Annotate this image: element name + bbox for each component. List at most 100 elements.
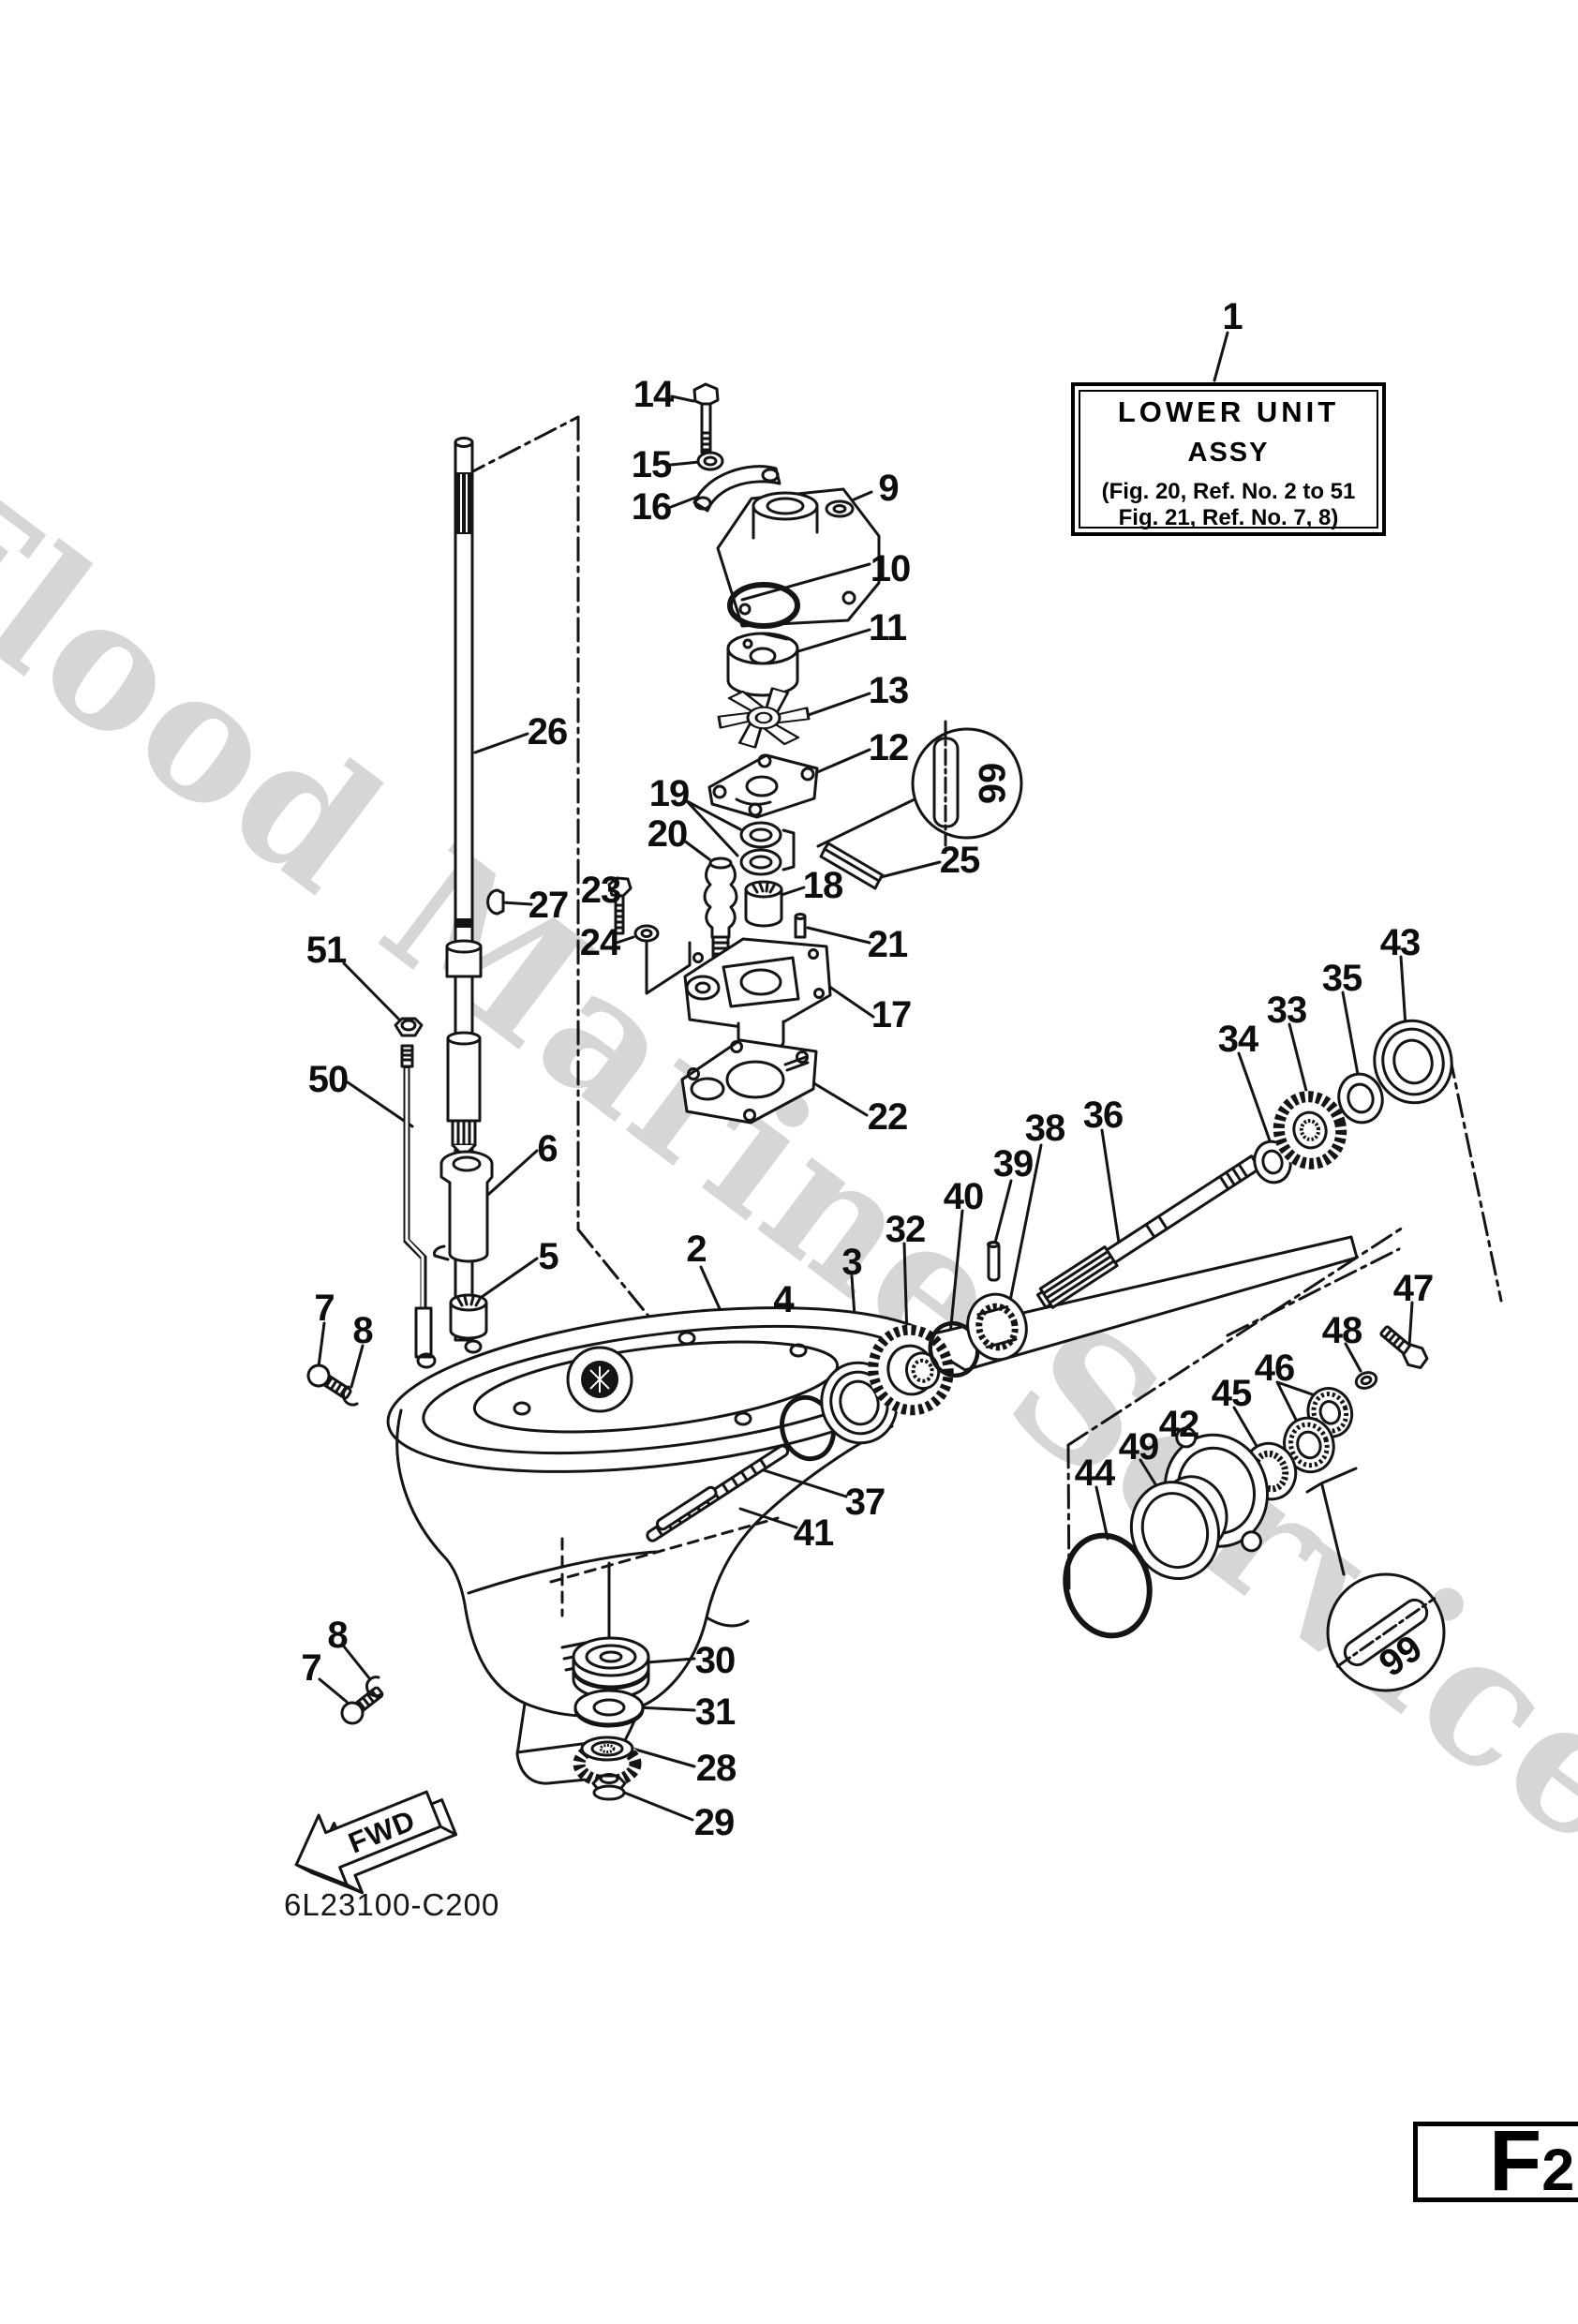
callout-40: 40 xyxy=(943,1176,984,1217)
callout-44: 44 xyxy=(1074,1452,1115,1494)
callout-28: 28 xyxy=(695,1748,737,1789)
callout-19: 19 xyxy=(648,773,690,814)
detail-leader-thick xyxy=(816,797,1346,1576)
bushing-18 xyxy=(744,880,783,928)
callout-7: 7 xyxy=(301,1647,321,1689)
clip-27 xyxy=(486,888,505,916)
callout-49: 49 xyxy=(1118,1426,1159,1467)
pinion-gear-28 xyxy=(573,1736,642,1788)
callout-4: 4 xyxy=(773,1279,794,1320)
bearings-46 xyxy=(1283,1387,1354,1474)
callout-14: 14 xyxy=(633,374,674,415)
callout-5: 5 xyxy=(538,1236,558,1277)
title-line-3: (Fig. 20, Ref. No. 2 to 51 xyxy=(1101,479,1356,504)
callout-1: 1 xyxy=(1222,296,1243,337)
callout-48: 48 xyxy=(1321,1310,1362,1351)
clutch-dog-38 xyxy=(966,1292,1028,1362)
callout-21: 21 xyxy=(867,924,908,965)
callout-46: 46 xyxy=(1254,1348,1295,1389)
oil-seals-19 xyxy=(739,821,782,876)
callout-3: 3 xyxy=(841,1242,862,1283)
bolt-7-lower xyxy=(340,1686,384,1725)
pin-41 xyxy=(655,1485,718,1531)
callout-7: 7 xyxy=(314,1288,335,1329)
bushing-5 xyxy=(449,1293,488,1340)
callout-11: 11 xyxy=(868,607,907,648)
callout-34: 34 xyxy=(1217,1019,1258,1060)
callout-33: 33 xyxy=(1266,990,1307,1031)
callout-32: 32 xyxy=(885,1209,926,1250)
washer-48 xyxy=(1354,1371,1378,1390)
o-ring-44 xyxy=(1063,1532,1153,1639)
bolt-47 xyxy=(1379,1325,1429,1370)
callout-8: 8 xyxy=(352,1310,373,1351)
title-line-2: ASSY xyxy=(1187,438,1270,468)
callout-27: 27 xyxy=(528,885,569,926)
dowel-pin-21 xyxy=(794,913,807,939)
shift-rod-50 xyxy=(400,1044,433,1359)
plate-16 xyxy=(692,465,782,513)
page-ref-number: 2 xyxy=(1541,2138,1575,2203)
impeller-13 xyxy=(717,687,811,749)
phantom-lines xyxy=(462,415,1503,1642)
callout-6: 6 xyxy=(537,1128,558,1169)
washer-24 xyxy=(633,924,660,943)
drawing-code: 6L23100-C200 xyxy=(284,1887,500,1922)
nut-51 xyxy=(394,1017,424,1037)
ring-49 xyxy=(1129,1481,1221,1581)
callout-12: 12 xyxy=(868,727,909,768)
callout-23: 23 xyxy=(580,870,621,911)
callout-42: 42 xyxy=(1158,1404,1199,1445)
bearing-43 xyxy=(1373,1019,1453,1105)
callout-16: 16 xyxy=(631,486,672,528)
callout-22: 22 xyxy=(867,1096,908,1138)
callout-50: 50 xyxy=(307,1059,349,1100)
callout-51: 51 xyxy=(305,930,347,971)
pin-detail-upper: 66 xyxy=(911,720,1023,847)
callout-45: 45 xyxy=(1211,1373,1252,1414)
callout-2: 2 xyxy=(686,1229,707,1270)
washer-8-upper xyxy=(341,1385,359,1407)
bolt-23 xyxy=(607,876,633,935)
callout-20: 20 xyxy=(647,813,688,855)
cap-30 xyxy=(572,1636,650,1700)
callout-31: 31 xyxy=(694,1691,736,1733)
title-line-4: Fig. 21, Ref. No. 7, 8) xyxy=(1118,505,1339,530)
callout-9: 9 xyxy=(878,468,899,509)
callout-39: 39 xyxy=(992,1143,1034,1184)
nut-29 xyxy=(591,1773,627,1801)
o-ring-10 xyxy=(727,582,800,629)
callout-13: 13 xyxy=(868,670,909,711)
page-ref-letter: F xyxy=(1489,2113,1542,2209)
title-box: LOWER UNIT ASSY (Fig. 20, Ref. No. 2 to … xyxy=(1071,382,1386,536)
callout-17: 17 xyxy=(871,994,912,1035)
callout-26: 26 xyxy=(527,711,568,752)
callout-41: 41 xyxy=(793,1512,834,1554)
insert-cartridge-11 xyxy=(726,632,799,697)
sleeve-6 xyxy=(432,1150,494,1263)
callout-43: 43 xyxy=(1379,922,1421,963)
callout-24: 24 xyxy=(579,922,620,963)
callout-37: 37 xyxy=(844,1482,886,1523)
callout-18: 18 xyxy=(802,865,843,906)
title-box-inner: LOWER UNIT ASSY (Fig. 20, Ref. No. 2 to … xyxy=(1079,390,1378,529)
callout-10: 10 xyxy=(870,548,911,589)
callout-36: 36 xyxy=(1082,1095,1124,1136)
washer-35 xyxy=(1337,1072,1384,1125)
washer-15 xyxy=(696,451,724,471)
callout-8: 8 xyxy=(327,1615,348,1656)
callout-29: 29 xyxy=(693,1802,735,1843)
pump-base-17 xyxy=(683,937,832,1052)
callout-25: 25 xyxy=(939,840,980,881)
grommet-20 xyxy=(703,857,738,961)
drive-shaft xyxy=(445,437,483,1342)
washer-31 xyxy=(573,1689,645,1728)
plate-12 xyxy=(707,753,819,819)
washer-8-lower xyxy=(365,1676,383,1698)
callout-15: 15 xyxy=(631,444,672,485)
pin-detail-upper-label: 66 xyxy=(971,763,1012,805)
callout-30: 30 xyxy=(694,1640,736,1681)
